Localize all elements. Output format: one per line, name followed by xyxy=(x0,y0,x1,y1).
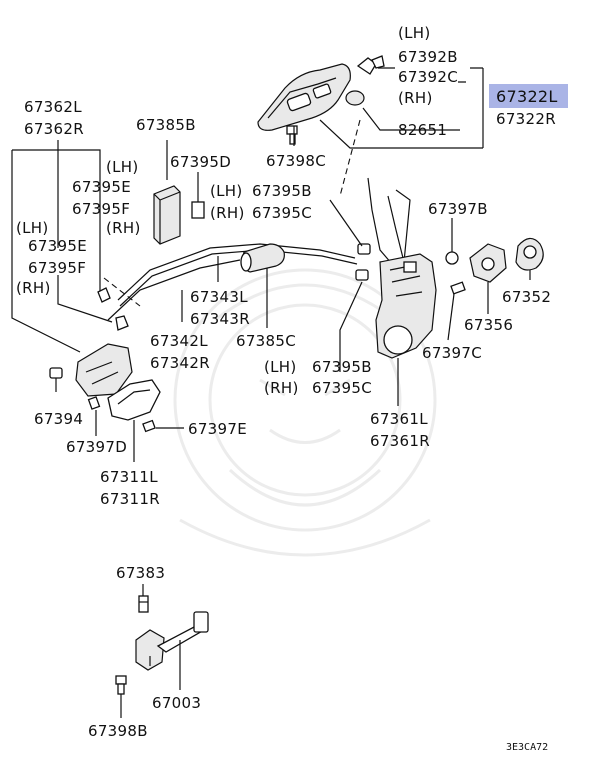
label-67395B-bot[interactable]: 67395B xyxy=(312,358,372,376)
outside-handle-assembly[interactable] xyxy=(257,63,351,131)
rod-67342-part[interactable] xyxy=(107,259,241,321)
label-67395C-bot[interactable]: 67395C xyxy=(312,379,372,397)
label-82651[interactable]: 82651 xyxy=(398,121,447,139)
label-rh-67395F: (RH) xyxy=(106,219,141,237)
label-67385B[interactable]: 67385B xyxy=(136,116,196,134)
label-67395E-left[interactable]: 67395E xyxy=(28,237,87,255)
sleeve-67385C-part[interactable] xyxy=(240,243,285,273)
label-67342R[interactable]: 67342R xyxy=(150,354,210,372)
label-67361R[interactable]: 67361R xyxy=(370,432,430,450)
label-67392C[interactable]: 67392C xyxy=(398,68,458,86)
label-67343L[interactable]: 67343L xyxy=(190,288,248,306)
label-67395F-top[interactable]: 67395F xyxy=(72,200,130,218)
label-67394[interactable]: 67394 xyxy=(34,410,83,428)
label-67342L[interactable]: 67342L xyxy=(150,332,208,350)
door-check-67003-part[interactable] xyxy=(135,611,209,671)
label-67356[interactable]: 67356 xyxy=(464,316,513,334)
label-rh-67395C-bot: (RH) xyxy=(264,379,299,397)
clip-67392-part[interactable] xyxy=(356,55,385,75)
label-67398C[interactable]: 67398C xyxy=(266,152,326,170)
screw-67397B-part[interactable] xyxy=(445,218,459,265)
label-67311L[interactable]: 67311L xyxy=(100,468,158,486)
label-67322R[interactable]: 67322R xyxy=(496,110,556,128)
label-67395B-top[interactable]: 67395B xyxy=(252,182,312,200)
label-67352[interactable]: 67352 xyxy=(502,288,551,306)
label-67395D[interactable]: 67395D xyxy=(170,153,231,171)
label-lh-67395D: (LH) xyxy=(210,182,243,200)
diagram-code: 3E3CA72 xyxy=(506,742,548,753)
label-67003[interactable]: 67003 xyxy=(152,694,201,712)
label-67397E[interactable]: 67397E xyxy=(188,420,247,438)
label-rh-67392: (RH) xyxy=(398,89,433,107)
label-67397D[interactable]: 67397D xyxy=(66,438,127,456)
door-latch-67361-part[interactable] xyxy=(367,177,437,359)
clip-67395D-part[interactable] xyxy=(191,172,205,219)
label-rh-67395F-left: (RH) xyxy=(16,279,51,297)
label-67398B[interactable]: 67398B xyxy=(88,722,148,740)
screw-67397E-part[interactable] xyxy=(142,419,184,433)
label-lh-67395B-bot: (LH) xyxy=(264,358,297,376)
label-67397B[interactable]: 67397B xyxy=(428,200,488,218)
label-67362L[interactable]: 67362L xyxy=(24,98,82,116)
bolt-67398B-part[interactable] xyxy=(115,675,127,695)
screw-67397C-part[interactable] xyxy=(447,281,466,341)
label-lh-67395E: (LH) xyxy=(106,158,139,176)
clip-67395E-part[interactable] xyxy=(97,287,129,331)
inside-handle-bracket-part[interactable] xyxy=(75,343,133,397)
label-67383[interactable]: 67383 xyxy=(116,564,165,582)
label-lh-67395E-left: (LH) xyxy=(16,219,49,237)
label-67322L[interactable]: 67322L xyxy=(496,87,558,106)
rod-67343-part[interactable] xyxy=(117,243,358,307)
label-67395C-top[interactable]: 67395C xyxy=(252,204,312,222)
label-rh-67395D: (RH) xyxy=(210,204,245,222)
clip-67395B-part[interactable] xyxy=(355,243,371,281)
pin-67383-part[interactable] xyxy=(138,595,149,613)
label-67311R[interactable]: 67311R xyxy=(100,490,160,508)
pad-82651-part[interactable] xyxy=(345,90,365,106)
screw-67398C-part[interactable] xyxy=(286,125,298,145)
label-67395F-left[interactable]: 67395F xyxy=(28,259,86,277)
shim-67352-part[interactable] xyxy=(515,237,544,280)
inside-handle-67311-part[interactable] xyxy=(107,379,161,421)
striker-67356-part[interactable] xyxy=(469,243,507,314)
watermark-emblem xyxy=(173,268,437,557)
label-67397C[interactable]: 67397C xyxy=(422,344,482,362)
highlight-box xyxy=(489,84,568,108)
label-67361L[interactable]: 67361L xyxy=(370,410,428,428)
label-67343R[interactable]: 67343R xyxy=(190,310,250,328)
screw-67397D-part[interactable] xyxy=(87,396,101,436)
pad-67385B-part[interactable] xyxy=(153,140,181,245)
label-67392B[interactable]: 67392B xyxy=(398,48,458,66)
clip-67394-part[interactable] xyxy=(49,367,63,392)
label-67385C[interactable]: 67385C xyxy=(236,332,296,350)
label-lh-67392: (LH) xyxy=(398,24,431,42)
label-67395E-top[interactable]: 67395E xyxy=(72,178,131,196)
label-67362R[interactable]: 67362R xyxy=(24,120,84,138)
